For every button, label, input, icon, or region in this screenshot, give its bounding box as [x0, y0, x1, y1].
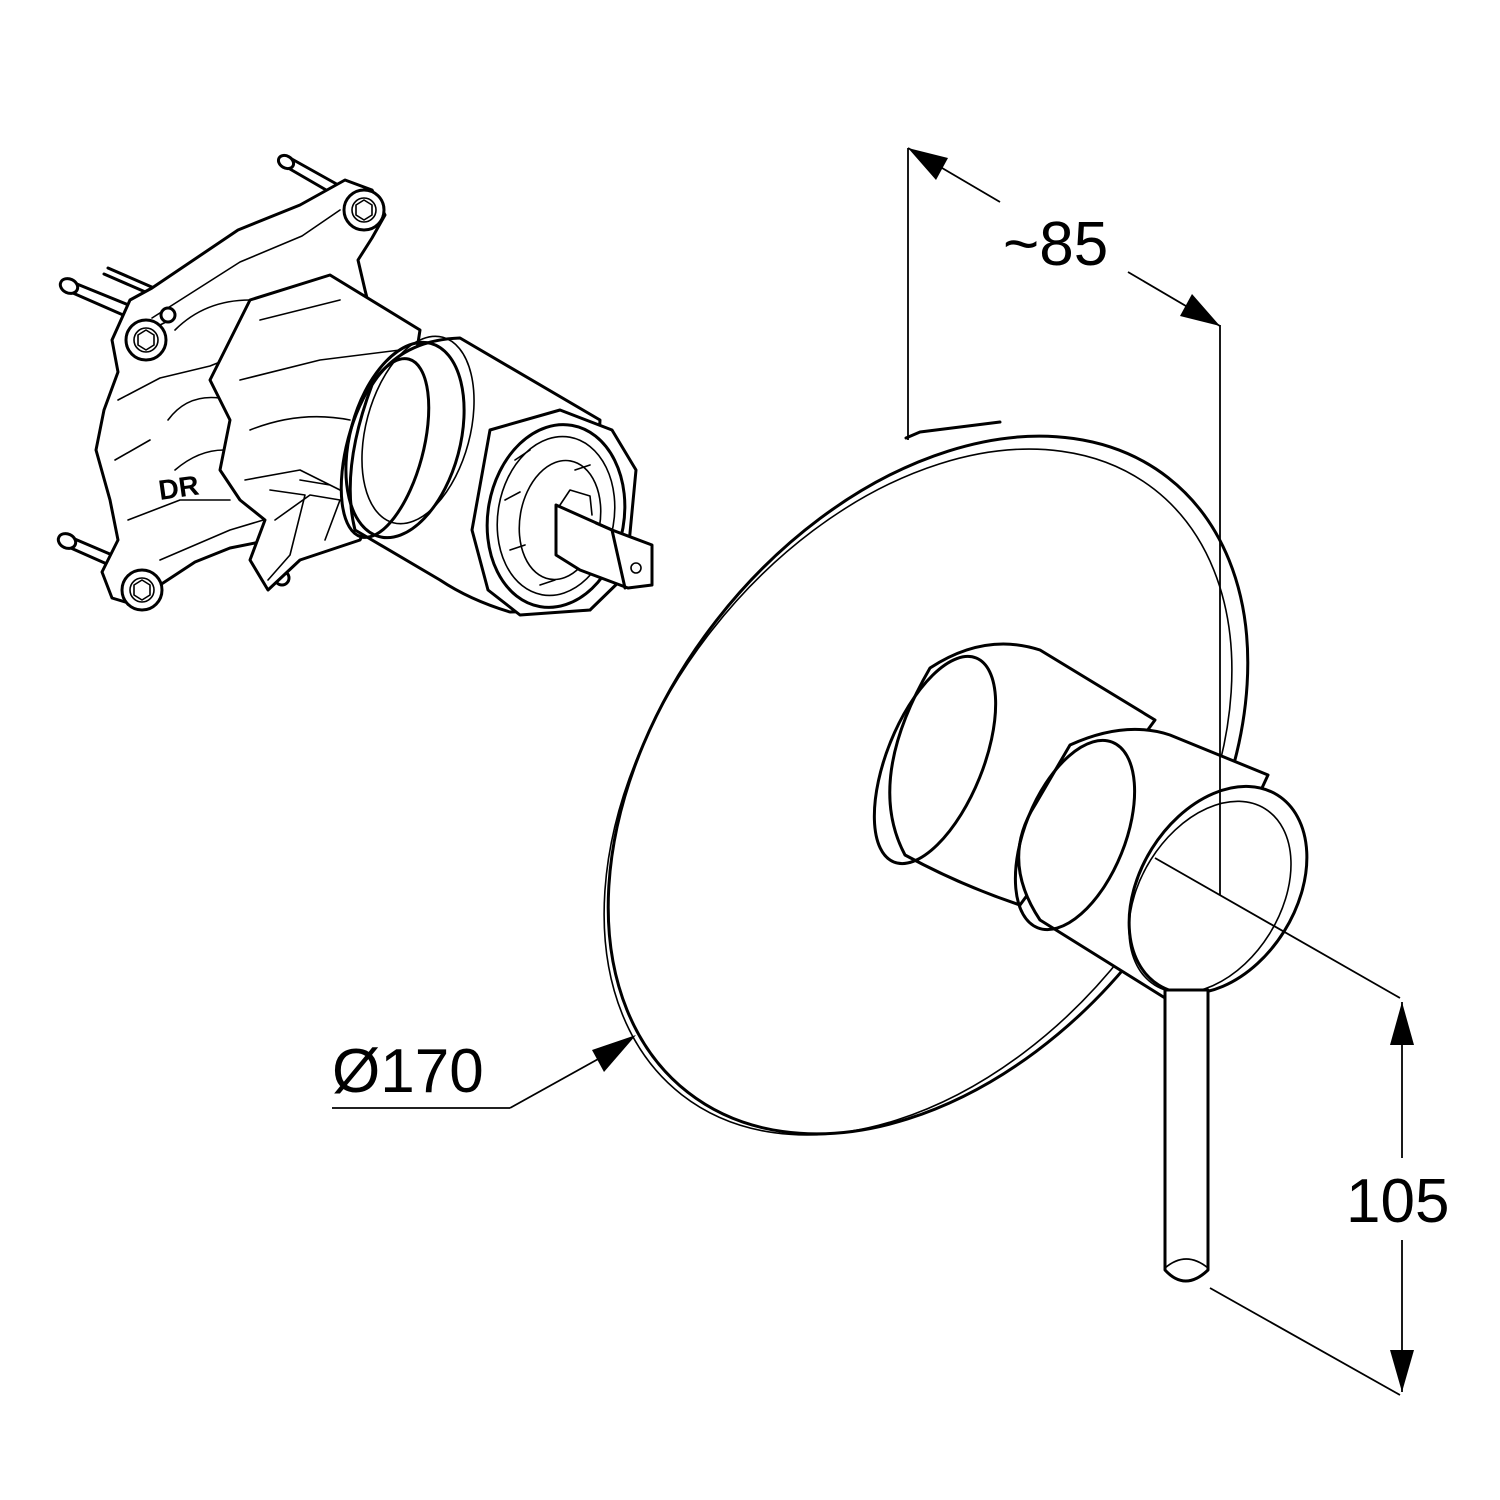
height-dimension-label: 105 [1346, 1167, 1449, 1236]
depth-dimension-label: ~85 [1003, 210, 1108, 279]
arrow-icon [908, 148, 948, 180]
handle-lever [1163, 988, 1210, 1283]
dimension-diameter: Ø170 [332, 1035, 636, 1109]
screw-icon [342, 188, 386, 232]
rough-in-valve-body: DR [56, 153, 654, 617]
handle-base [888, 642, 1157, 907]
arrow-icon [1390, 1350, 1414, 1392]
arrow-icon [1390, 1002, 1414, 1045]
spindle [554, 503, 654, 590]
dimension-depth: ~85 [907, 147, 1221, 895]
arrow-icon [592, 1035, 636, 1072]
logo: DR [157, 470, 201, 506]
screw-icon [120, 568, 164, 612]
diameter-dimension-label: Ø170 [332, 1037, 484, 1106]
dimension-height: 105 [1154, 857, 1449, 1396]
trim-assembly [603, 420, 1309, 1283]
hole-icon [159, 306, 177, 324]
cartridge-nut [470, 408, 638, 617]
arrow-icon [1180, 294, 1220, 326]
screw-icon [124, 318, 168, 362]
